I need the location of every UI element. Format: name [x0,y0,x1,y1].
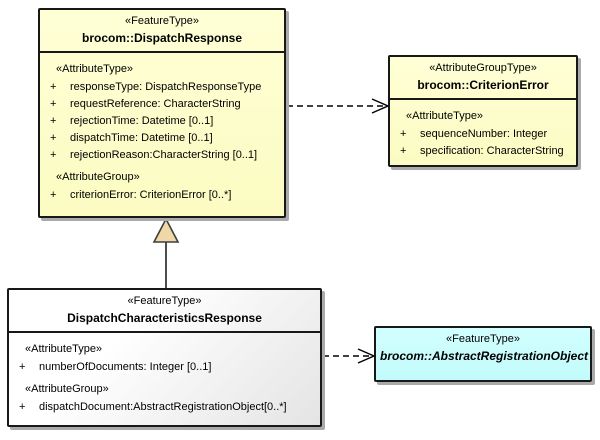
visibility: + [19,401,26,413]
attribute-type-header: «AttributeType» [406,110,484,122]
attribute-text: dispatchTime: Datetime [0..1] [70,132,213,144]
attributes-compartment: «AttributeType» + responseType: Dispatch… [40,53,284,206]
visibility: + [400,145,407,157]
class-header: «AttributeGroupType» brocom::CriterionEr… [390,57,576,100]
class-header: «FeatureType» brocom::AbstractRegistrati… [376,328,590,369]
attribute-text: responseType: DispatchResponseType [70,81,262,93]
attribute-text: dispatchDocument:AbstractRegistrationObj… [39,401,287,413]
attributes-compartment: «AttributeType» + numberOfDocuments: Int… [9,333,320,418]
attributes-compartment: «AttributeType» + sequenceNumber: Intege… [390,100,576,162]
attribute-text: requestReference: CharacterString [70,98,241,110]
attribute-type-header: «AttributeType» [56,63,134,75]
class-stereotype: «FeatureType» [127,295,202,307]
visibility: + [50,189,57,201]
attribute-row[interactable]: + sequenceNumber: Integer [394,126,572,143]
generalization-connector-dispatchcharacteristics-dispatchresponse[interactable] [152,217,180,289]
attribute-row[interactable]: + dispatchTime: Datetime [0..1] [44,130,280,147]
attribute-row[interactable]: + numberOfDocuments: Integer [0..1] [13,359,316,376]
dependency-connector-dispatchcharacteristics-abstractregistrationobject[interactable] [323,348,376,364]
attribute-row[interactable]: + criterionError: CriterionError [0..*] [44,187,280,204]
class-name: brocom::DispatchResponse [81,31,243,45]
attribute-text: rejectionReason:CharacterString [0..1] [70,149,258,161]
class-stereotype: «FeatureType» [125,15,199,27]
visibility: + [50,98,57,110]
attribute-row[interactable]: + rejectionTime: Datetime [0..1] [44,113,280,130]
class-header: «FeatureType» brocom::DispatchResponse [40,10,284,53]
attribute-group-header: «AttributeGroup» [56,171,140,183]
attribute-text: numberOfDocuments: Integer [0..1] [39,361,212,373]
attribute-row[interactable]: + dispatchDocument:AbstractRegistrationO… [13,399,316,416]
attribute-text: criterionError: CriterionError [0..*] [70,189,232,201]
attribute-group-header: «AttributeGroup» [25,383,109,395]
class-name: DispatchCharacteristicsResponse [67,311,262,325]
attribute-row[interactable]: + responseType: DispatchResponseType [44,79,280,96]
generalization-triangle-icon [152,217,180,243]
attribute-text: specification: CharacterString [420,145,564,157]
attribute-text: rejectionTime: Datetime [0..1] [70,115,214,127]
attribute-row[interactable]: + specification: CharacterString [394,143,572,160]
class-stereotype: «AttributeGroupType» [429,62,537,74]
attribute-row[interactable]: + rejectionReason:CharacterString [0..1] [44,147,280,164]
class-box-criterion-error[interactable]: «AttributeGroupType» brocom::CriterionEr… [388,55,578,167]
visibility: + [19,361,26,373]
class-box-dispatch-characteristics-response[interactable]: «FeatureType» DispatchCharacteristicsRes… [7,288,322,427]
dependency-connector-dispatchresponse-criterionerror[interactable] [287,98,390,114]
visibility: + [50,115,57,127]
class-box-abstract-registration-object[interactable]: «FeatureType» brocom::AbstractRegistrati… [374,326,592,382]
class-box-dispatch-response[interactable]: «FeatureType» brocom::DispatchResponse «… [38,8,286,218]
visibility: + [50,132,57,144]
attribute-type-header: «AttributeType» [25,343,103,355]
attribute-text: sequenceNumber: Integer [420,128,548,140]
class-header: «FeatureType» DispatchCharacteristicsRes… [9,290,320,333]
visibility: + [50,149,57,161]
class-stereotype: «FeatureType» [446,333,520,345]
attribute-row[interactable]: + requestReference: CharacterString [44,96,280,113]
class-name: brocom::AbstractRegistrationObject [380,349,589,363]
visibility: + [400,128,407,140]
visibility: + [50,81,57,93]
class-name: brocom::CriterionError [417,78,549,92]
